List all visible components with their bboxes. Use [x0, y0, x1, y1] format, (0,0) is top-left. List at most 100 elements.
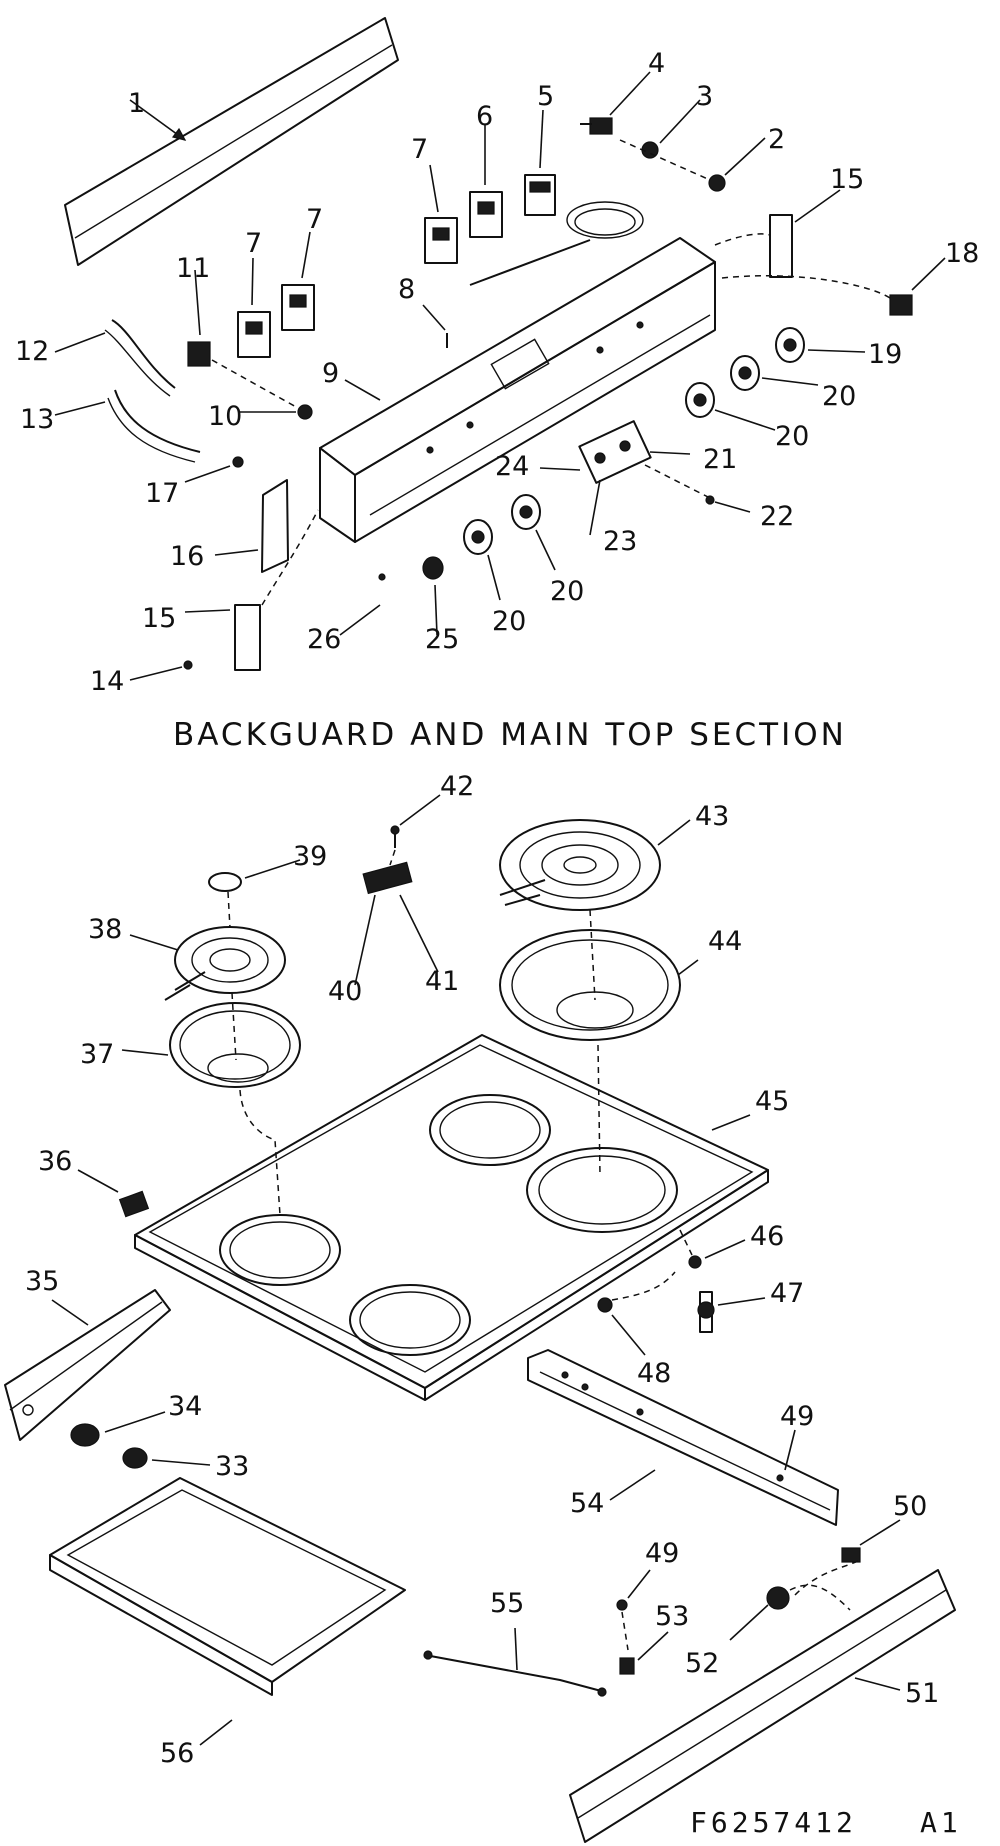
callout-38: 38 [88, 914, 122, 945]
part-9-control-panel [319, 237, 716, 543]
callout-34: 34 [168, 1391, 202, 1422]
callout-47: 47 [770, 1278, 804, 1309]
callout-35: 35 [25, 1266, 59, 1297]
part-3-indicator [641, 99, 701, 159]
callout-52: 52 [685, 1648, 719, 1679]
callout-9: 9 [322, 358, 339, 389]
part-34-knob [70, 1411, 166, 1447]
drawing-suffix: A1 [920, 1806, 962, 1839]
callout-54: 54 [570, 1488, 604, 1519]
callout-25: 25 [425, 624, 459, 655]
callout-11: 11 [176, 253, 210, 284]
drawing-code: F6257412 [690, 1806, 857, 1839]
callout-6: 6 [476, 101, 493, 132]
callout-20-c: 20 [492, 606, 526, 637]
part-47-hinge-pin [697, 1291, 766, 1333]
part-19-knob [775, 327, 866, 363]
part-50-clip [841, 1519, 901, 1563]
callout-7-c: 7 [306, 204, 323, 235]
callout-8: 8 [398, 274, 415, 305]
part-49-screw-a [784, 1429, 796, 1471]
callout-45: 45 [755, 1086, 789, 1117]
part-25-knob-small [422, 556, 444, 636]
callout-15-b: 15 [142, 603, 176, 634]
callout-16: 16 [170, 541, 204, 572]
part-23-clock [539, 420, 711, 536]
part-11-switch [187, 269, 211, 367]
callout-3: 3 [696, 81, 713, 112]
part-44-drip-pan-large [499, 909, 699, 1176]
callout-46: 46 [750, 1221, 784, 1252]
callout-36: 36 [38, 1146, 72, 1177]
callout-15-a: 15 [830, 164, 864, 195]
callout-14: 14 [90, 666, 124, 697]
callout-51: 51 [905, 1678, 939, 1709]
part-52-knob [729, 1584, 851, 1641]
part-14-screw [129, 660, 193, 681]
callout-39: 39 [293, 841, 327, 872]
callout-7-a: 7 [411, 134, 428, 165]
part-6-switch [469, 125, 503, 238]
callout-1: 1 [128, 88, 145, 119]
callout-53: 53 [655, 1601, 689, 1632]
part-36-clip [77, 1169, 150, 1218]
part-4-terminal-block [580, 71, 651, 135]
part-33-nut [122, 1447, 211, 1469]
part-42-screw [390, 794, 441, 848]
callout-5: 5 [537, 81, 554, 112]
part-39-cap [208, 859, 301, 892]
callout-19: 19 [868, 339, 902, 370]
part-54-rear-rail [527, 1349, 839, 1526]
callout-21: 21 [703, 444, 737, 475]
callout-10: 10 [208, 401, 242, 432]
part-18-clip [721, 257, 946, 316]
callout-37: 37 [80, 1039, 114, 1070]
part-45-main-top [134, 1034, 769, 1401]
callout-44: 44 [708, 926, 742, 957]
part-35-front-trim [4, 1289, 171, 1441]
part-37-drip-pan-small [121, 992, 301, 1216]
section-title: BACKGUARD AND MAIN TOP SECTION [173, 717, 847, 753]
callout-55: 55 [490, 1588, 524, 1619]
part-49-screw-b [616, 1569, 651, 1651]
callout-41: 41 [425, 966, 459, 997]
part-5-infinite-switch [469, 109, 644, 286]
callout-24: 24 [495, 451, 529, 482]
callout-17: 17 [145, 478, 179, 509]
part-10-nut [211, 359, 313, 420]
part-55-rod [423, 1627, 607, 1697]
callout-56: 56 [160, 1738, 194, 1769]
callout-50: 50 [893, 1491, 927, 1522]
part-20-knob-d [511, 494, 556, 571]
callout-40: 40 [328, 976, 362, 1007]
part-43-large-element [499, 819, 691, 911]
callout-12: 12 [15, 336, 49, 367]
callout-20-d: 20 [550, 576, 584, 607]
part-15-end-cap-left [184, 509, 319, 671]
part-26-screw [339, 573, 386, 636]
part-46-screw [679, 1229, 746, 1269]
callout-22: 22 [760, 501, 794, 532]
part-7-switch-b [237, 257, 271, 358]
callout-4: 4 [648, 48, 665, 79]
part-38-small-element [129, 891, 286, 1001]
callout-33: 33 [215, 1451, 249, 1482]
callout-42: 42 [440, 771, 474, 802]
part-17-screw [184, 456, 244, 483]
callout-49-b: 49 [645, 1538, 679, 1569]
callout-49-a: 49 [780, 1401, 814, 1432]
callout-23: 23 [603, 526, 637, 557]
part-12-wire-harness [54, 319, 176, 397]
part-51-front-rail [569, 1559, 956, 1843]
part-7-switch-a [424, 164, 458, 264]
part-22-screw [705, 495, 751, 513]
part-16-bracket [214, 479, 289, 573]
callout-20-a: 20 [822, 381, 856, 412]
callout-26: 26 [307, 624, 341, 655]
callout-43: 43 [695, 801, 729, 832]
part-41-receptacle [354, 849, 439, 986]
part-48-nut [597, 1271, 676, 1356]
part-13-wire-harness [54, 389, 201, 463]
part-2-lens [619, 137, 766, 192]
